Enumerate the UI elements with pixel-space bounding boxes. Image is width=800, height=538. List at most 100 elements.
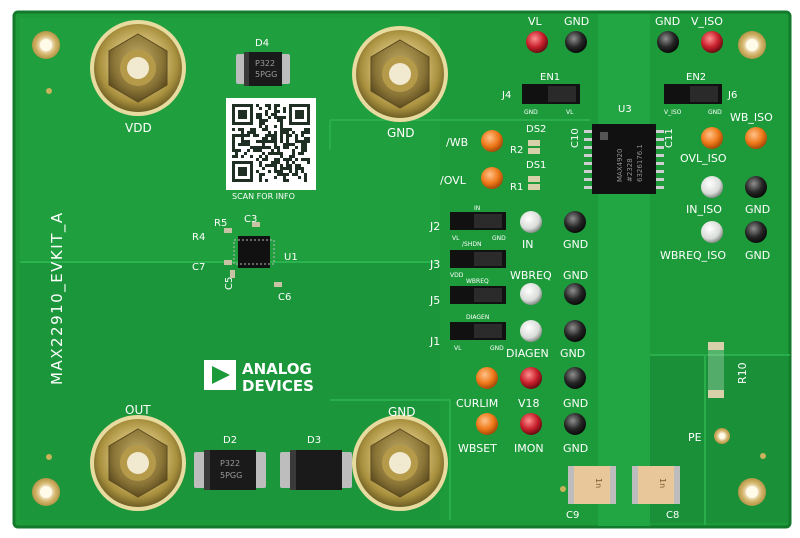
svg-text:DEVICES: DEVICES — [242, 377, 314, 395]
tp-label-diagen: DIAGEN — [506, 347, 549, 360]
svg-text:#2328: #2328 — [626, 158, 634, 182]
tp-label-gnd-in-iso: GND — [745, 203, 770, 216]
testpoint-pe-hole — [719, 433, 725, 439]
testpoint-gnd-imon[interactable] — [564, 413, 586, 435]
jumper-pin-label: VL — [566, 109, 574, 116]
isolation-strip — [598, 14, 650, 526]
tp-label-gnd-in: GND — [563, 238, 588, 251]
testpoint-v-iso[interactable] — [701, 31, 723, 53]
jumper-j2[interactable] — [450, 212, 506, 230]
tp-label-ovl-iso: OVL_ISO — [680, 152, 727, 165]
label-d4: D4 — [255, 38, 269, 49]
testpoint-gnd-wbreq[interactable] — [564, 283, 586, 305]
svg-text:ANALOG: ANALOG — [242, 360, 312, 378]
testpoint-gnd-diagen[interactable] — [564, 320, 586, 342]
jumper-pin-label: GND — [492, 235, 506, 242]
tp-label-gnd-wbreq: GND — [563, 269, 588, 282]
chip-u1 — [233, 236, 275, 268]
testpoint-wbset[interactable] — [476, 413, 498, 435]
svg-text:6326176.1: 6326176.1 — [636, 144, 644, 182]
testpoint-gnd-wbreq-iso[interactable] — [745, 221, 767, 243]
label-j5: J5 — [429, 294, 440, 307]
testpoint-vl[interactable] — [526, 31, 548, 53]
testpoint-wb-iso[interactable] — [745, 127, 767, 149]
analog-devices-logo: ANALOG DEVICES — [204, 360, 314, 395]
tp-label-gnd-diagen: GND — [560, 347, 585, 360]
tp-label-gnd-vl: GND — [564, 15, 589, 28]
svg-text:P322: P322 — [220, 459, 240, 468]
testpoint-gnd-viso[interactable] — [657, 31, 679, 53]
jumper-pin-label: V_ISO — [664, 109, 682, 116]
smd-part — [230, 270, 235, 278]
tp-label-ovl: /OVL — [440, 174, 467, 187]
testpoint-gnd-in[interactable] — [564, 211, 586, 233]
label-c7: C7 — [192, 262, 205, 273]
smd-part — [528, 140, 540, 146]
jumper-j5[interactable] — [450, 286, 506, 304]
testpoint-gnd-vl[interactable] — [565, 31, 587, 53]
label-ds2: DS2 — [526, 124, 546, 135]
testpoint-v18[interactable] — [520, 367, 542, 389]
svg-text:5PGG: 5PGG — [220, 471, 242, 480]
tp-label-wb-iso: WB_ISO — [730, 111, 773, 124]
label-u1: U1 — [284, 252, 298, 263]
label-j1: J1 — [429, 335, 440, 348]
label-d3: D3 — [307, 435, 321, 446]
via — [560, 486, 566, 492]
jumper-pin-label: GND — [524, 109, 538, 116]
testpoint-gnd-in-iso[interactable] — [745, 176, 767, 198]
tp-label-pe: PE — [688, 431, 702, 444]
tp-label-curlim: CURLIM — [456, 397, 498, 410]
svg-text:5PGG: 5PGG — [255, 70, 277, 79]
tp-label-gnd-viso: GND — [655, 15, 680, 28]
tp-label-gnd-imon: GND — [563, 442, 588, 455]
smd-part — [528, 184, 540, 190]
testpoint-curlim[interactable] — [476, 367, 498, 389]
testpoint-gnd-v18[interactable] — [564, 367, 586, 389]
testpoint-wbreq[interactable] — [520, 283, 542, 305]
label-ds1: DS1 — [526, 160, 546, 171]
jumper-j1[interactable] — [450, 322, 506, 340]
label-c9: C9 — [566, 510, 579, 521]
terminal-post-vdd[interactable] — [90, 20, 186, 116]
svg-text:1n: 1n — [658, 478, 667, 488]
testpoint-wb[interactable] — [481, 130, 503, 152]
testpoint-diagen[interactable] — [520, 320, 542, 342]
label-r2: R2 — [510, 145, 523, 156]
jumper-pin-label: /SHDN — [462, 241, 481, 248]
testpoint-in-iso[interactable] — [701, 176, 723, 198]
testpoint-wbreq-iso[interactable] — [701, 221, 723, 243]
testpoint-in[interactable] — [520, 211, 542, 233]
smd-part — [252, 222, 260, 227]
tp-label-in-iso: IN_ISO — [686, 203, 722, 216]
terminal-post-gnd-bottom[interactable] — [352, 415, 448, 511]
jumper-en1[interactable] — [522, 84, 580, 104]
jumper-j3[interactable] — [450, 250, 506, 268]
mounting-hole — [738, 31, 766, 59]
label-c6: C6 — [278, 292, 291, 303]
label-r10: R10 — [736, 362, 749, 384]
svg-text:MAX4920: MAX4920 — [616, 149, 624, 182]
diode-d4: P322 5PGG — [236, 52, 290, 86]
svg-text:P322: P322 — [255, 59, 275, 68]
testpoint-ovl[interactable] — [481, 167, 503, 189]
testpoint-ovl-iso[interactable] — [701, 127, 723, 149]
tp-label-vl: VL — [528, 15, 543, 28]
diode-d2: P322 5PGG — [194, 450, 266, 490]
mounting-hole — [32, 478, 60, 506]
qr-code: SCAN FOR INFO — [226, 98, 316, 201]
jumper-pin-label: VL — [452, 235, 460, 242]
terminal-label-vdd: VDD — [125, 121, 152, 135]
diode-d3 — [280, 450, 352, 490]
tp-label-wbset: WBSET — [458, 442, 497, 455]
label-r5: R5 — [214, 218, 227, 229]
terminal-post-out[interactable] — [90, 415, 186, 511]
testpoint-imon[interactable] — [520, 413, 542, 435]
terminal-post-gnd-top[interactable] — [352, 26, 448, 122]
jumper-en2[interactable] — [664, 84, 722, 104]
terminal-label-out: OUT — [125, 403, 151, 417]
via — [760, 453, 766, 459]
terminal-label-gnd-top: GND — [387, 126, 415, 140]
mounting-hole — [738, 478, 766, 506]
